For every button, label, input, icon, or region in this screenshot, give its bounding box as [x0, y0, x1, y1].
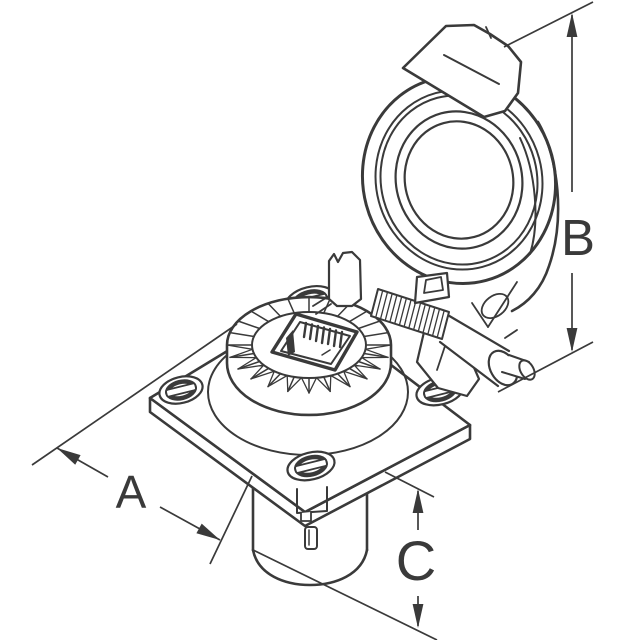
dimension-c-label: C — [396, 529, 436, 592]
cap-clamp-plate — [413, 271, 451, 305]
hinge-bracket-clip — [327, 250, 363, 308]
dimension-b-extension-line-top — [503, 1, 594, 48]
keying-slot — [304, 526, 318, 550]
dimension-a-extension-line-1 — [31, 323, 238, 466]
rear-barrel — [251, 485, 369, 587]
dimension-b-arrowhead-bottom — [566, 328, 578, 352]
knurled-locking-ring — [225, 295, 393, 417]
dimension-b-arrowhead-top — [566, 13, 578, 37]
jack-contacts — [302, 321, 344, 349]
protective-cap — [360, 23, 560, 328]
dimension-c-arrowhead-bottom — [412, 604, 424, 628]
jack-opening — [270, 312, 359, 372]
hinge-assembly — [312, 250, 536, 398]
cap-inner-face — [403, 120, 515, 240]
ring-teeth — [226, 344, 392, 394]
dimension-a-arrowhead-upper — [57, 448, 81, 465]
knurl-ticks — [226, 296, 392, 394]
dimension-a: A — [31, 323, 253, 565]
cap-tab-fold-line — [443, 54, 500, 85]
screw-hole-south — [286, 450, 336, 482]
jack-latch-wedge — [286, 330, 295, 356]
hinge-spring — [370, 288, 450, 340]
dimension-c-arrowhead-top — [412, 489, 424, 513]
hinge-pin — [438, 312, 536, 388]
cap-pull-tab — [401, 23, 523, 119]
dimension-a-arrowhead-lower — [196, 523, 220, 540]
dimension-b: B — [497, 1, 595, 393]
dimension-b-extension-line-bottom — [497, 341, 594, 393]
dimension-c: C — [252, 471, 438, 640]
screw-hole-west — [158, 375, 204, 405]
dimension-a-label: A — [116, 466, 147, 518]
dimension-c-extension-line-bottom — [252, 549, 438, 640]
dimension-b-label: B — [561, 209, 595, 266]
hinge-knuckle — [480, 292, 510, 320]
dimension-a-extension-line-2 — [209, 475, 253, 565]
dimension-c-extension-line-top — [384, 471, 435, 498]
cap-hinge-arm — [471, 120, 560, 328]
